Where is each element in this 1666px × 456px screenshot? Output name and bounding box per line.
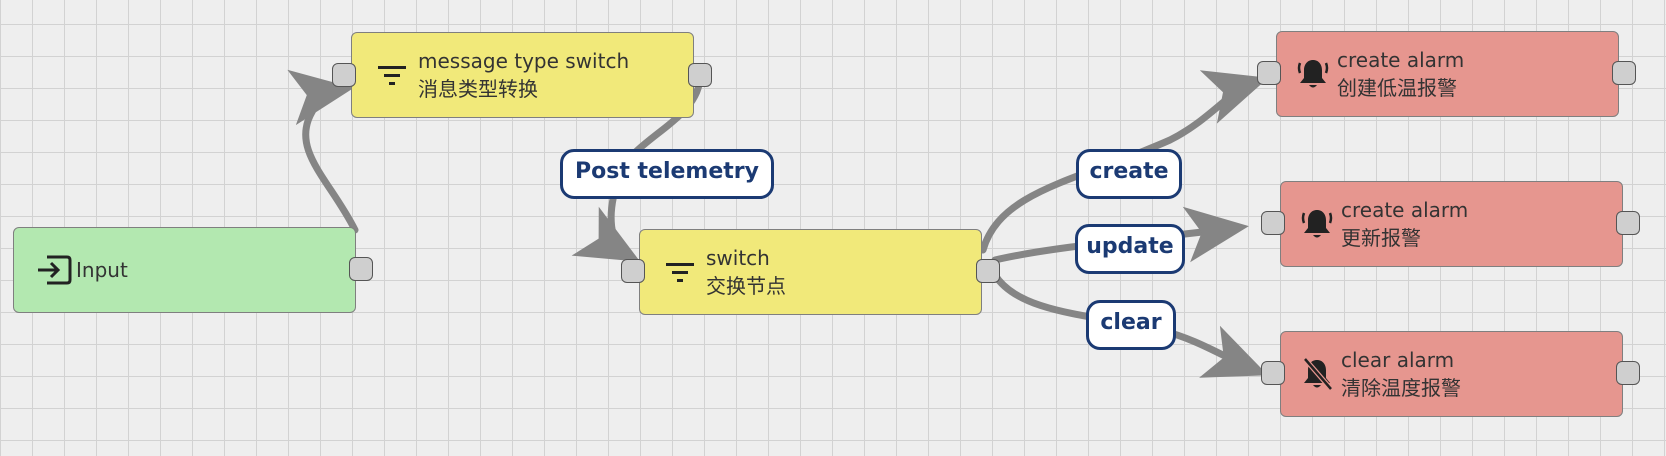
update-alarm-out-port[interactable] (1616, 211, 1640, 235)
update-alarm-type: create alarm (1341, 198, 1469, 222)
message-type-switch-type: message type switch (418, 49, 630, 73)
input-node-label: Input (76, 258, 128, 282)
clear-temp-alarm-name: 清除温度报警 (1341, 376, 1461, 400)
filter-icon (372, 63, 412, 87)
switch-node-name: 交换节点 (706, 274, 786, 298)
bell-icon (1293, 57, 1333, 91)
edge-label-post-telemetry[interactable]: Post telemetry (560, 149, 774, 199)
edge-input-to-message-type-switch[interactable] (287, 69, 359, 234)
clear-temp-alarm-node[interactable]: clear alarm 清除温度报警 (1280, 331, 1623, 417)
create-low-temp-alarm-out-port[interactable] (1612, 61, 1636, 85)
edge-label-clear[interactable]: clear (1086, 300, 1176, 350)
edge-label-update[interactable]: update (1075, 224, 1185, 274)
update-alarm-in-port[interactable] (1261, 211, 1285, 235)
create-low-temp-alarm-name: 创建低温报警 (1337, 76, 1457, 100)
update-alarm-name: 更新报警 (1341, 226, 1421, 250)
create-low-temp-alarm-node[interactable]: create alarm 创建低温报警 (1276, 31, 1619, 117)
input-node-out-port[interactable] (349, 257, 373, 281)
message-type-switch-out-port[interactable] (688, 63, 712, 87)
message-type-switch-in-port[interactable] (332, 63, 356, 87)
input-icon (34, 253, 74, 287)
edge-label-create[interactable]: create (1076, 149, 1182, 199)
input-node[interactable]: Input (13, 227, 356, 313)
bell-off-icon (1297, 357, 1337, 391)
update-alarm-node[interactable]: create alarm 更新报警 (1280, 181, 1623, 267)
message-type-switch-node[interactable]: message type switch 消息类型转换 (351, 32, 694, 118)
create-low-temp-alarm-type: create alarm (1337, 48, 1465, 72)
switch-node-out-port[interactable] (976, 259, 1000, 283)
clear-temp-alarm-out-port[interactable] (1616, 361, 1640, 385)
filter-icon (660, 260, 700, 284)
switch-node-in-port[interactable] (621, 259, 645, 283)
bell-icon (1297, 207, 1337, 241)
create-low-temp-alarm-in-port[interactable] (1257, 61, 1281, 85)
switch-node[interactable]: switch 交换节点 (639, 229, 982, 315)
switch-node-type: switch (706, 246, 770, 270)
clear-temp-alarm-type: clear alarm (1341, 348, 1455, 372)
message-type-switch-name: 消息类型转换 (418, 77, 538, 101)
clear-temp-alarm-in-port[interactable] (1261, 361, 1285, 385)
